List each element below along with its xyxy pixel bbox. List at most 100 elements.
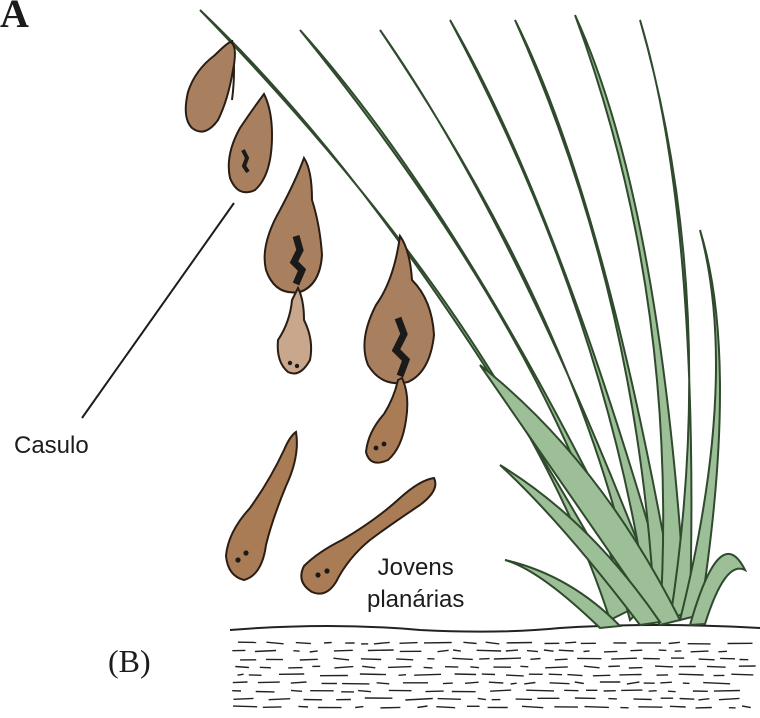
planarian-eye xyxy=(374,446,379,451)
planarian-eye xyxy=(315,572,320,577)
sediment-dash xyxy=(698,699,709,700)
sediment-dash xyxy=(585,707,609,708)
sediment-dash xyxy=(627,682,640,684)
sediment-dash xyxy=(670,706,686,707)
sediment-dash xyxy=(524,683,535,684)
sediment-dash xyxy=(593,675,610,676)
sediment-dash xyxy=(358,691,371,692)
sediment-dash xyxy=(522,706,543,707)
sediment-dash xyxy=(520,666,528,667)
sediment-dash xyxy=(699,659,715,660)
sediment-dash xyxy=(707,666,726,667)
sediment-dash xyxy=(731,674,753,675)
sediment-dash xyxy=(293,651,299,652)
sediment-dash xyxy=(668,691,676,692)
sediment-dash xyxy=(405,699,433,701)
sediment-dash xyxy=(559,650,574,651)
sediment-dash xyxy=(545,667,568,668)
sediment-dash xyxy=(399,675,406,676)
sediment-dash xyxy=(334,650,353,651)
sediment-dash xyxy=(691,651,709,652)
sediment-dash xyxy=(719,698,740,699)
sediment-dash xyxy=(679,674,704,675)
planarian-eye xyxy=(288,361,292,365)
young-planarians-label: Jovens planárias xyxy=(367,552,464,616)
sediment-dash xyxy=(436,707,455,708)
corner-letter: A xyxy=(0,0,29,37)
sediment-dash xyxy=(604,651,617,652)
cocoon-3 xyxy=(265,158,322,293)
sediment-dash xyxy=(324,643,332,644)
sediment-dash xyxy=(374,642,390,644)
planarian-eye xyxy=(382,442,387,447)
sediment-dash xyxy=(718,651,727,652)
sediment-dash xyxy=(400,643,418,644)
sediment-dash xyxy=(630,650,642,651)
sediment-dash xyxy=(506,675,524,676)
sediment-dash xyxy=(298,706,308,707)
sediment-dash xyxy=(333,658,349,660)
sediment-dash xyxy=(478,698,486,699)
sediment-dash xyxy=(470,667,479,668)
sediment-dash xyxy=(555,659,568,660)
sediment-dash xyxy=(438,699,461,700)
sediment-dash xyxy=(549,674,562,675)
sediment-dash xyxy=(550,683,570,684)
sediment-dash xyxy=(486,642,500,644)
sediment-dash xyxy=(255,651,276,652)
panel-label: (B) xyxy=(108,643,151,680)
sediment-dash xyxy=(380,707,400,708)
sediment-dash xyxy=(742,706,751,708)
sediment-dash xyxy=(443,683,453,684)
sediment-dash xyxy=(463,642,476,643)
sediment-dash xyxy=(526,690,554,691)
sediment-dash xyxy=(396,659,413,660)
sediment-dash xyxy=(584,666,600,668)
sediment-dash xyxy=(584,651,590,652)
sediment-dash xyxy=(465,682,479,683)
sediment-dash xyxy=(634,699,652,700)
sediment-dash xyxy=(611,658,637,659)
sediment-dash xyxy=(455,674,477,675)
sediment-dash xyxy=(234,698,254,699)
sediment-dash xyxy=(669,642,680,643)
cocoon-1 xyxy=(186,42,235,132)
sediment-dash xyxy=(425,691,443,692)
sediment-dash xyxy=(680,699,695,700)
sediment-dash xyxy=(489,682,503,683)
sediment-dash xyxy=(494,658,521,659)
sediment-dash xyxy=(565,642,576,643)
sediment-dash xyxy=(490,690,511,691)
sediment-dash xyxy=(296,643,311,644)
sediment-dash xyxy=(310,651,318,652)
sediment-dash xyxy=(334,667,353,668)
sediment-dash xyxy=(260,667,271,668)
ground xyxy=(230,625,760,708)
cocoon-2 xyxy=(229,94,272,192)
sediment-dash xyxy=(424,667,433,668)
sediment-dash xyxy=(655,666,673,667)
young-planarians-label-line-1: Jovens xyxy=(367,552,464,584)
sediment-dash xyxy=(269,699,291,700)
hatching-planarian-2 xyxy=(366,378,407,463)
sediment-dash xyxy=(479,659,489,660)
planarian-eye xyxy=(235,557,240,562)
casulo-leader-line xyxy=(82,203,234,418)
sediment-dash xyxy=(238,674,244,675)
sediment-dash xyxy=(714,691,740,692)
sediment-dash xyxy=(575,682,584,684)
sediment-dash xyxy=(362,666,375,668)
sediment-dash xyxy=(452,658,473,659)
sediment-dash xyxy=(414,674,441,675)
sediment-dash xyxy=(527,651,538,652)
sediment-dash xyxy=(511,683,517,684)
sediment-dash xyxy=(477,650,502,651)
sediment-dash xyxy=(438,650,449,651)
sediment-dash xyxy=(530,659,540,660)
sediment-dash xyxy=(291,682,307,683)
sediment-dash xyxy=(291,690,302,691)
water-plant xyxy=(200,10,745,628)
sediment-dash xyxy=(649,691,657,692)
sediment-dash xyxy=(388,667,411,668)
